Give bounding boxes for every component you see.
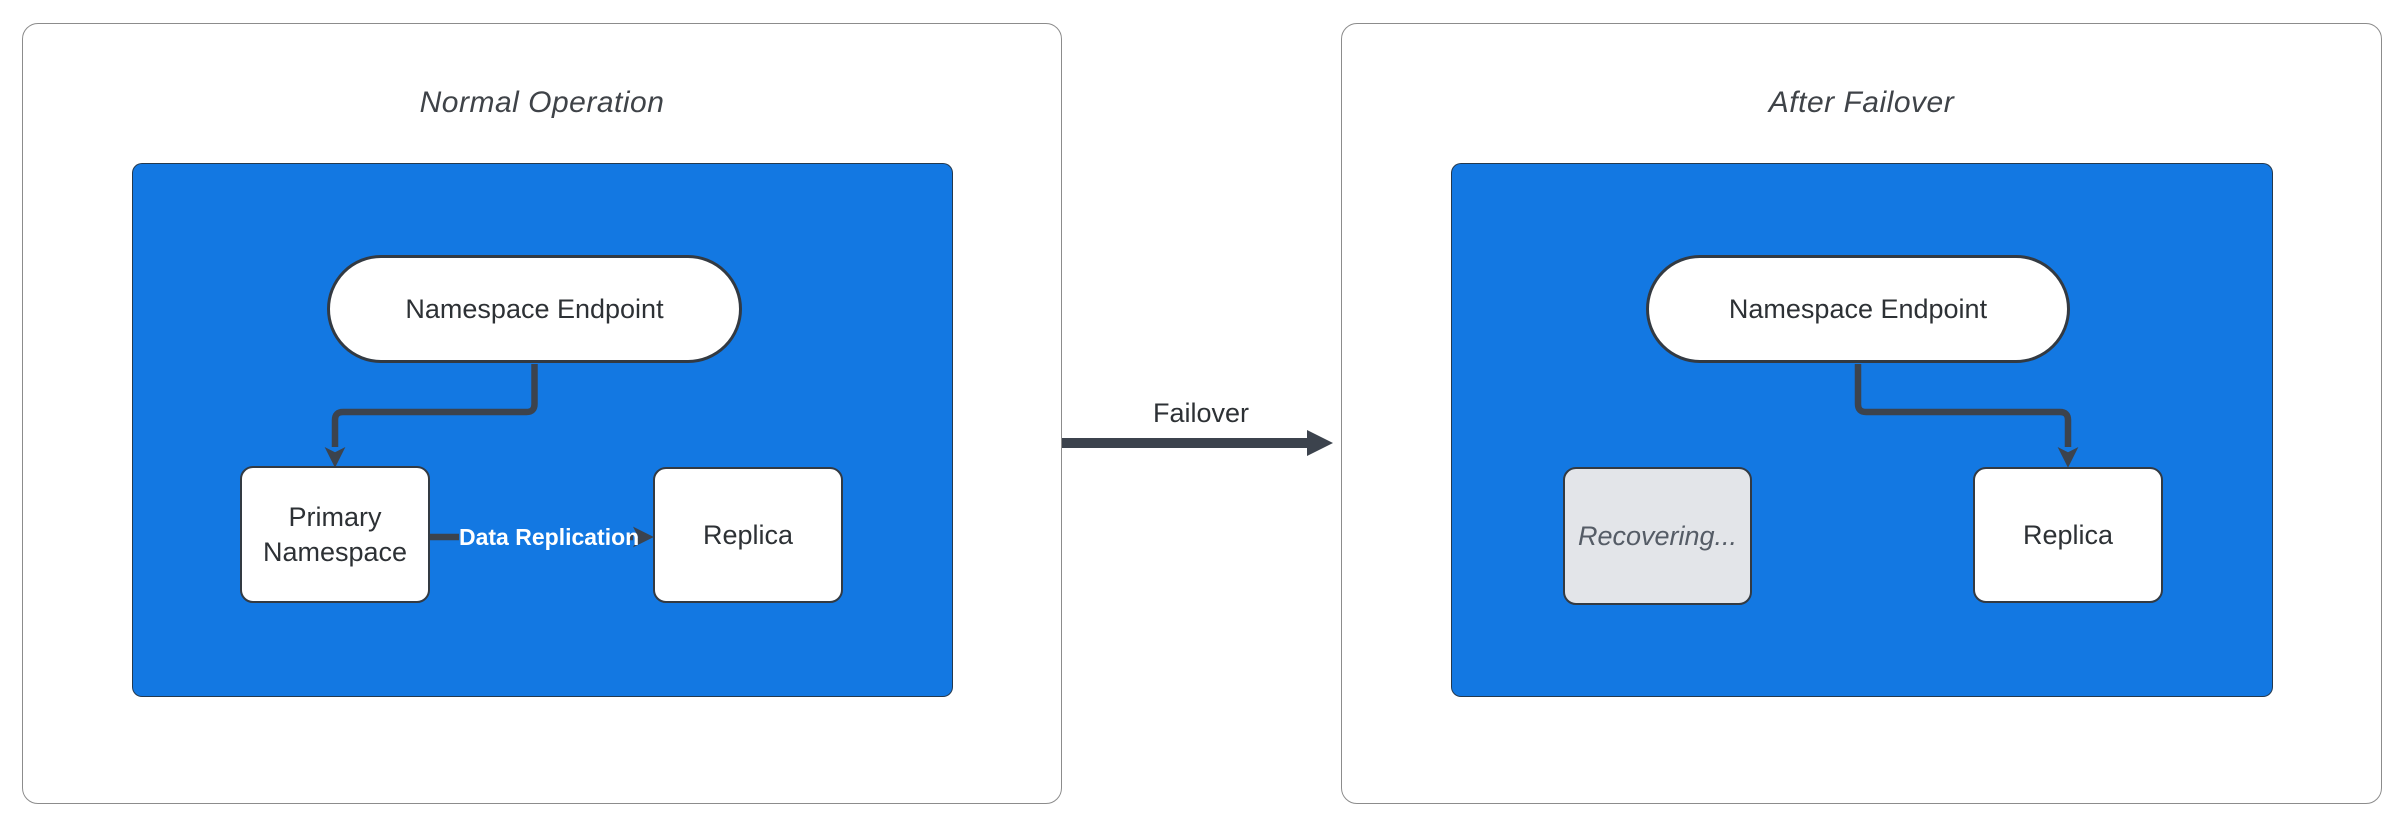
panel-title-after-failover: After Failover <box>1768 86 1955 119</box>
node-recovering: Recovering... <box>1563 467 1752 605</box>
edge-label-data-replication: Data Replication <box>459 519 639 555</box>
cluster-after-failover <box>1451 163 2273 697</box>
node-primary-namespace: Primary Namespace <box>240 466 430 603</box>
node-replica-normal: Replica <box>653 467 843 603</box>
node-namespace-endpoint-failover: Namespace Endpoint <box>1646 255 2070 363</box>
failover-label: Failover <box>1152 398 1250 428</box>
cluster-normal-operation <box>132 163 953 697</box>
panel-title-normal-operation: Normal Operation <box>419 86 665 119</box>
node-namespace-endpoint-normal: Namespace Endpoint <box>327 255 742 363</box>
node-replica-failover: Replica <box>1973 467 2163 603</box>
